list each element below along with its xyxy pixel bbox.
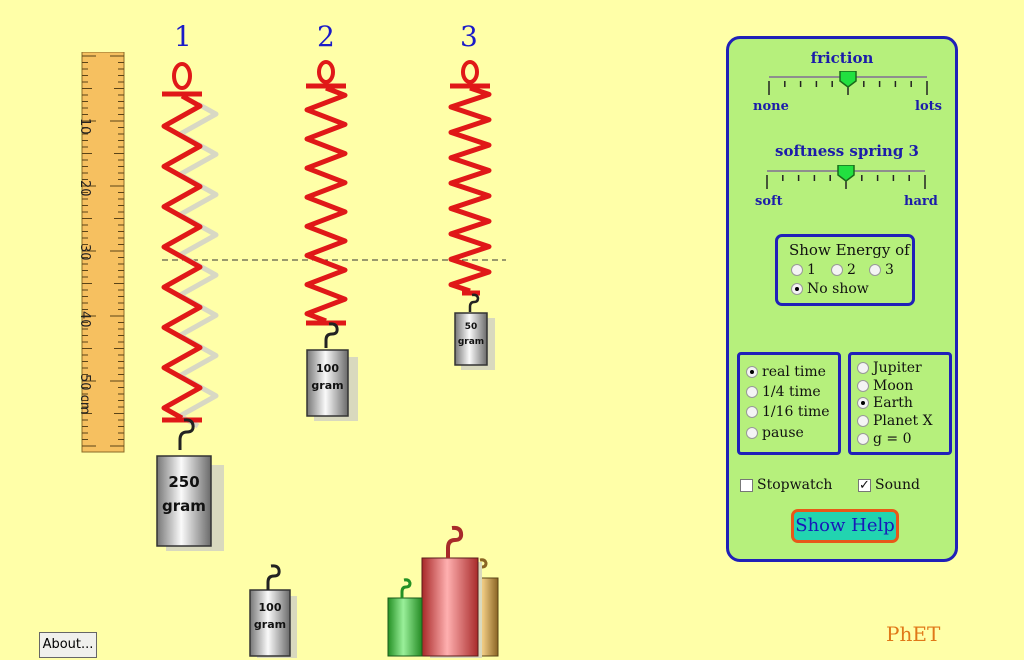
gravity-radio-jupiter[interactable]	[857, 362, 869, 374]
spring-number-3: 3	[460, 20, 478, 53]
ruler[interactable]	[80, 52, 126, 454]
mass-250-label: 250 gram	[157, 470, 211, 518]
sound-checkbox[interactable]: ✓	[858, 477, 871, 493]
energy-option-1[interactable]: 1	[791, 262, 816, 278]
gravity-option-jupiter[interactable]: Jupiter	[857, 360, 922, 376]
friction-slider-thumb	[839, 71, 857, 88]
gravity-radio-moon[interactable]	[857, 380, 869, 392]
time-radio-real[interactable]	[746, 366, 758, 378]
spring-1[interactable]	[161, 62, 219, 450]
about-button[interactable]: About...	[39, 632, 97, 658]
gravity-option-g-zero[interactable]: g = 0	[857, 431, 912, 447]
gravity-radio-planet-x[interactable]	[857, 415, 869, 427]
time-option-real[interactable]: real time	[746, 364, 826, 380]
mass-100-loose-unit: gram	[253, 618, 287, 631]
phet-logo: PhET	[886, 622, 941, 646]
spring-3[interactable]	[448, 60, 492, 312]
show-help-button[interactable]: Show Help	[791, 509, 899, 543]
energy-radio-1[interactable]	[791, 264, 803, 276]
gravity-radio-g-zero[interactable]	[857, 433, 869, 445]
softness-title: softness spring 3	[775, 142, 919, 160]
softness-slider[interactable]	[763, 165, 929, 195]
energy-box: Show Energy of 1 2 3 No show	[775, 234, 915, 306]
friction-min-label: none	[753, 99, 789, 114]
springs-layer	[156, 60, 506, 658]
spring-2[interactable]	[304, 60, 348, 348]
mass-green[interactable]	[387, 578, 423, 657]
energy-radio-2[interactable]	[831, 264, 843, 276]
softness-max-label: hard	[904, 194, 938, 209]
energy-radio-3[interactable]	[869, 264, 881, 276]
time-option-quarter[interactable]: 1/4 time	[746, 384, 821, 400]
time-radio-pause[interactable]	[746, 427, 758, 439]
time-option-pause[interactable]: pause	[746, 425, 804, 441]
energy-option-3[interactable]: 3	[869, 262, 894, 278]
gravity-option-earth[interactable]: Earth	[857, 395, 913, 411]
gravity-radio-earth[interactable]	[857, 397, 869, 409]
stopwatch-toggle[interactable]: Stopwatch	[740, 477, 832, 493]
friction-max-label: lots	[915, 99, 942, 114]
gravity-option-planet-x[interactable]: Planet X	[857, 413, 933, 429]
mass-100-hung-amount: 100	[316, 362, 339, 375]
mass-100-gram-hung[interactable]	[306, 349, 358, 421]
energy-title: Show Energy of	[789, 241, 910, 259]
mass-50-hung-label: 50 gram	[455, 320, 487, 350]
softness-min-label: soft	[755, 194, 783, 209]
mass-100-gram-loose[interactable]	[249, 564, 297, 658]
softness-slider-thumb	[837, 165, 855, 182]
time-radio-sixteenth[interactable]	[746, 406, 758, 418]
mass-50-hung-amount: 50	[464, 322, 478, 332]
energy-option-2[interactable]: 2	[831, 262, 856, 278]
spring-number-2: 2	[317, 20, 335, 53]
mass-100-loose-label: 100 gram	[250, 599, 290, 633]
energy-radio-no-show[interactable]	[791, 283, 803, 295]
friction-slider[interactable]	[765, 71, 931, 101]
gravity-option-moon[interactable]: Moon	[857, 378, 913, 394]
mass-100-hung-label: 100 gram	[307, 360, 348, 394]
sound-toggle[interactable]: ✓Sound	[858, 477, 921, 493]
time-radio-quarter[interactable]	[746, 386, 758, 398]
energy-option-no-show[interactable]: No show	[791, 281, 869, 297]
stopwatch-checkbox[interactable]	[740, 478, 753, 492]
mass-red[interactable]	[421, 525, 482, 658]
time-box: real time 1/4 time 1/16 time pause	[737, 352, 841, 455]
time-option-sixteenth[interactable]: 1/16 time	[746, 404, 830, 420]
mass-250-unit: gram	[162, 497, 206, 515]
mass-250-amount: 250	[168, 473, 200, 491]
mass-100-loose-amount: 100	[258, 601, 282, 614]
control-panel: friction none lots softness spring 3 sof…	[726, 36, 958, 562]
mass-250-gram[interactable]	[156, 455, 224, 551]
spring-number-1: 1	[174, 20, 192, 53]
friction-title: friction	[810, 49, 874, 67]
mass-100-hung-unit: gram	[311, 379, 344, 392]
gravity-box: Jupiter Moon Earth Planet X g = 0	[848, 352, 952, 455]
mass-50-hung-unit: gram	[457, 337, 485, 347]
mass-50-gram-hung[interactable]	[454, 312, 495, 370]
